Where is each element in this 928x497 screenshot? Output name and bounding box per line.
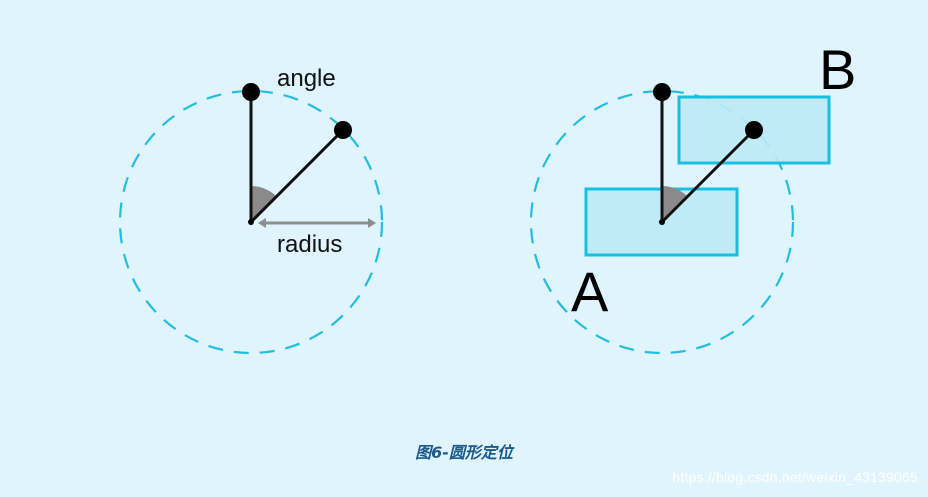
right-top-dot [653, 83, 671, 101]
left-diagonal-dot [334, 121, 352, 139]
right-diagonal-line [660, 128, 756, 224]
right-angle-wedge [662, 185, 688, 222]
right-dashed-circle [529, 89, 795, 355]
right-diagram: A B [529, 38, 856, 355]
watermark: https://blog.csdn.net/weixin_43139065 [672, 469, 918, 485]
radius-label: radius [277, 231, 342, 258]
angle-label: angle [277, 65, 336, 92]
right-center-dot [659, 219, 665, 225]
right-diagonal-dot [745, 121, 763, 139]
left-diagram: angle radius [118, 65, 384, 355]
left-diagonal-line [249, 128, 345, 224]
left-center-dot [248, 219, 254, 225]
left-dashed-circle [118, 89, 384, 355]
figure-caption: 图6-圆形定位 [415, 443, 513, 462]
label-b: B [819, 38, 856, 101]
radius-arrow [258, 218, 376, 228]
label-a: A [571, 260, 609, 323]
left-top-dot [242, 83, 260, 101]
left-angle-wedge [251, 185, 277, 222]
